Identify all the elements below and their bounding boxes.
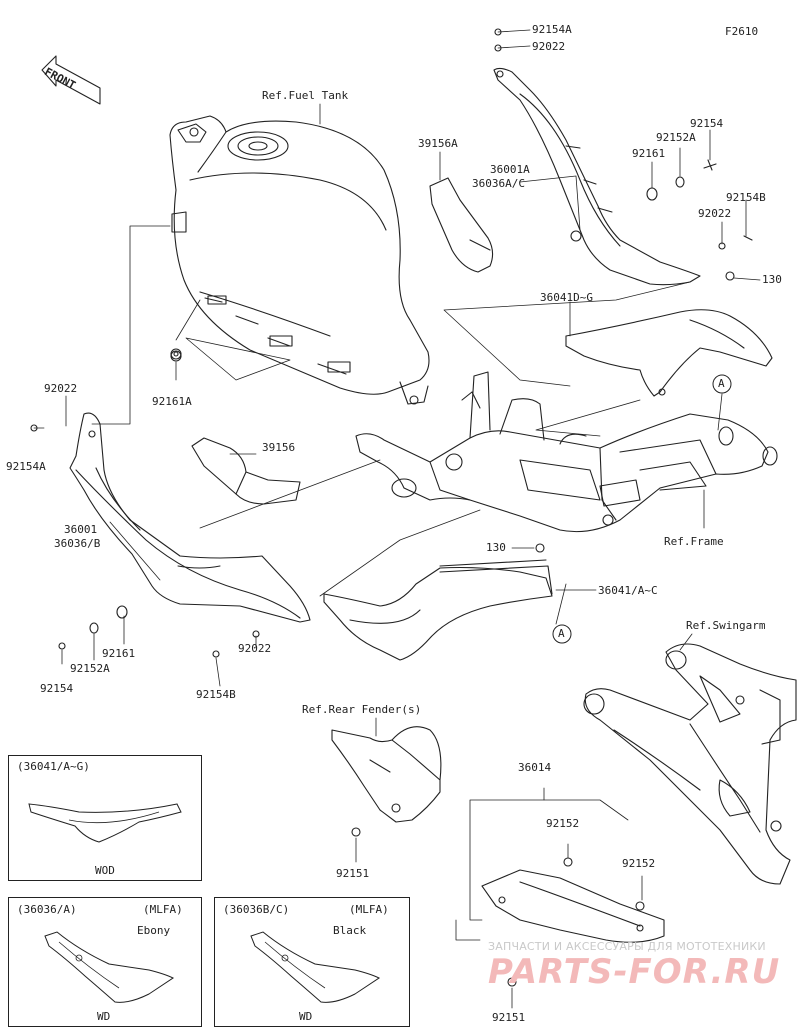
inset-ebony-caption: WD <box>97 1010 111 1023</box>
pad-39156A <box>429 177 494 273</box>
inset-ebony-drawing <box>44 931 174 1003</box>
chain-guard <box>481 869 665 943</box>
part-92161-left: 92161 <box>102 647 136 660</box>
rear-fender-piece <box>331 726 442 823</box>
inset-wod-title: (36041/A~G) <box>17 760 90 773</box>
part-92154B-left: 92154B <box>196 688 236 701</box>
inset-black-title: (36036B/C) <box>223 903 290 916</box>
inset-ebony-color: Ebony <box>137 924 171 937</box>
part-92154-right: 92154 <box>690 117 724 130</box>
part-36014: 36014 <box>518 761 552 774</box>
part-92151-a: 92151 <box>336 867 370 880</box>
ref-swingarm: Ref.Swingarm <box>686 619 766 632</box>
part-130-right: 130 <box>762 273 782 286</box>
inset-box-black: (36036B/C) (MLFA) Black WD <box>214 897 410 1027</box>
part-130-middle: 130 <box>486 541 506 554</box>
inset-wod-caption: WOD <box>95 864 115 877</box>
front-arrow-icon <box>41 55 101 105</box>
part-92152A-right: 92152A <box>656 131 696 144</box>
part-39156A: 39156A <box>418 137 458 150</box>
pad-39156 <box>191 437 301 505</box>
ref-frame: Ref.Frame <box>664 535 724 548</box>
inset-black-caption: WD <box>299 1010 313 1023</box>
part-36001: 36001 <box>64 523 98 536</box>
marker-a-circle-bottom <box>552 624 572 644</box>
left-upper-cover <box>69 412 311 623</box>
left-lower-cover <box>323 559 553 661</box>
inset-black-variant: (MLFA) <box>349 903 389 916</box>
part-92154A-left: 92154A <box>6 460 46 473</box>
right-lower-cover <box>565 309 773 397</box>
marker-a-top: A <box>718 377 725 390</box>
ref-fuel-tank: Ref.Fuel Tank <box>262 89 349 102</box>
inset-ebony-variant: (MLFA) <box>143 903 183 916</box>
inset-black-drawing <box>250 931 380 1003</box>
marker-a-bottom: A <box>558 627 565 640</box>
part-39156: 39156 <box>262 441 296 454</box>
watermark-tagline: ЗАПЧАСТИ И АКСЕССУАРЫ ДЛЯ МОТОТЕХНИКИ <box>488 940 766 953</box>
part-36036A-C: 36036A/C <box>472 177 525 190</box>
inset-black-color: Black <box>333 924 367 937</box>
part-92022-left-bottom: 92022 <box>238 642 272 655</box>
part-92154B-right: 92154B <box>726 191 766 204</box>
part-92022-top: 92022 <box>532 40 566 53</box>
leader-lines <box>33 29 761 1009</box>
right-upper-cover <box>493 67 701 286</box>
part-36041D-G: 36041D~G <box>540 291 593 304</box>
inset-box-ebony: (36036/A) (MLFA) Ebony WD <box>8 897 202 1027</box>
part-92151-b: 92151 <box>492 1011 526 1024</box>
part-36041-A-C: 36041/A~C <box>598 584 658 597</box>
part-92022-right: 92022 <box>698 207 732 220</box>
fuel-tank-outline <box>169 115 430 405</box>
inset-ebony-title: (36036/A) <box>17 903 77 916</box>
inset-wod-drawing <box>28 803 182 843</box>
part-92152-a: 92152 <box>546 817 580 830</box>
watermark-logo: PARTS-FOR.RU <box>488 952 781 992</box>
figure-code: F2610 <box>725 25 759 38</box>
part-92022-left: 92022 <box>44 382 78 395</box>
part-92161A: 92161A <box>152 395 192 408</box>
part-92154-left: 92154 <box>40 682 74 695</box>
part-92154A-top: 92154A <box>532 23 572 36</box>
ref-rear-fender: Ref.Rear Fender(s) <box>302 703 422 716</box>
marker-a-circle-top <box>712 374 732 394</box>
part-92152A-left: 92152A <box>70 662 110 675</box>
frame-structure <box>355 371 778 533</box>
part-92161-right: 92161 <box>632 147 666 160</box>
swingarm-outline <box>583 643 797 885</box>
inset-box-wod: (36041/A~G) WOD <box>8 755 202 881</box>
part-36001A: 36001A <box>490 163 530 176</box>
part-92152-b: 92152 <box>622 857 656 870</box>
part-36036-B: 36036/B <box>54 537 101 550</box>
